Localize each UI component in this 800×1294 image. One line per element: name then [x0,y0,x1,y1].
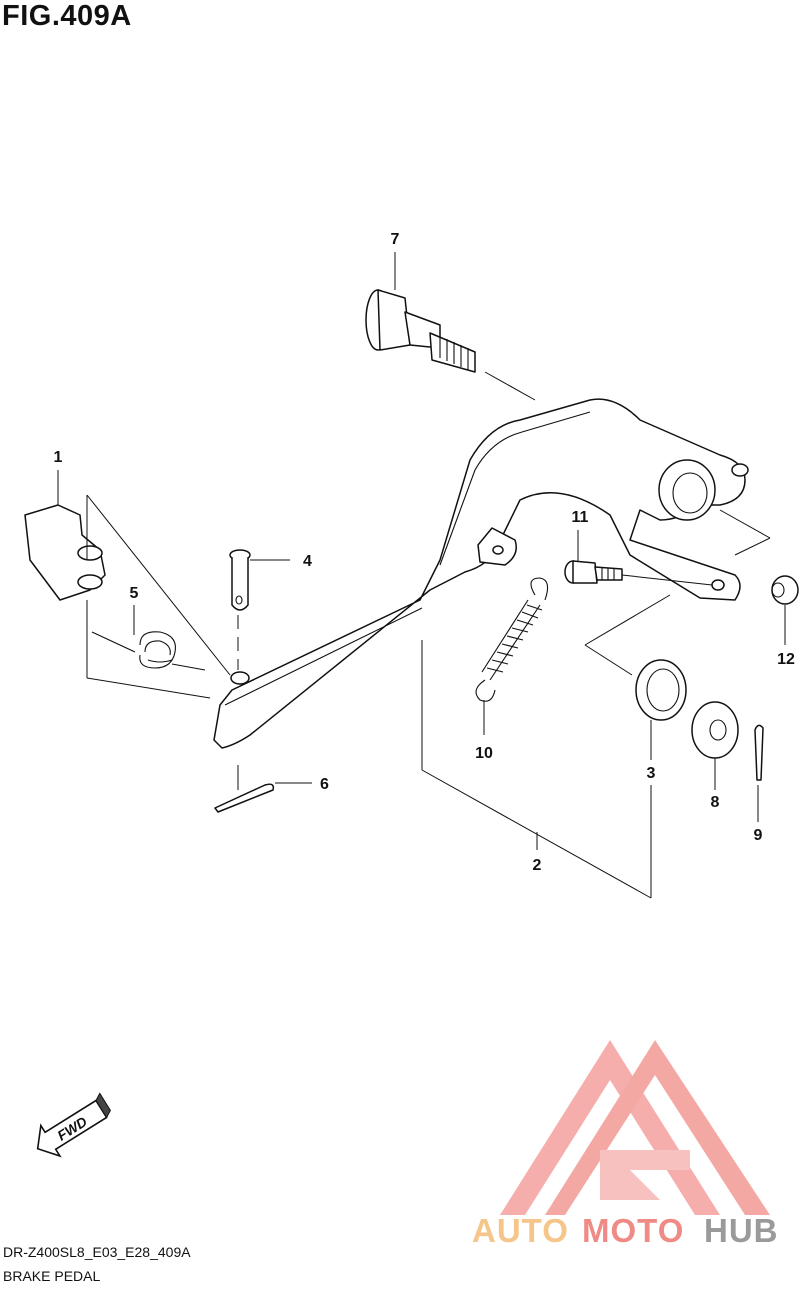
watermark-text-auto: AUTO [472,1212,569,1249]
pivot-bolt-part [365,252,476,373]
spring-bolt-part [564,530,713,586]
section-name: BRAKE PEDAL [3,1268,101,1284]
callout-10: 10 [475,745,493,762]
callout-12: 12 [777,651,795,668]
washer-part [691,701,739,790]
figure-title: FIG.409A [2,0,132,32]
clevis-pin-part [229,549,290,670]
callout-8: 8 [711,794,720,811]
watermark-text-hub: HUB [704,1212,779,1249]
cotter-pin-small-part [754,724,764,822]
model-code: DR-Z400SL8_E03_E28_409A [3,1244,191,1260]
assembly-lines [86,371,771,899]
watermark-text-moto: MOTO [582,1212,684,1249]
brake-pedal-part [213,398,749,749]
callout-3: 3 [647,765,656,782]
callout-11: 11 [572,509,589,526]
bushing-part [635,659,687,760]
torsion-spring-part [91,605,206,671]
callout-4: 4 [303,553,312,570]
watermark-text: AUTO MOTO HUB [472,1212,779,1249]
callout-9: 9 [754,827,763,844]
callout-7: 7 [391,231,400,248]
nut-part [771,575,799,645]
watermark-logo [500,1040,770,1215]
cotter-pin-part [214,765,312,813]
return-spring-part [475,577,549,735]
callout-5: 5 [130,585,139,602]
callout-2: 2 [533,857,542,874]
callout-1: 1 [54,449,63,466]
callout-6: 6 [320,776,329,793]
bracket-part [24,470,106,601]
fwd-arrow: FWD [36,1092,111,1158]
